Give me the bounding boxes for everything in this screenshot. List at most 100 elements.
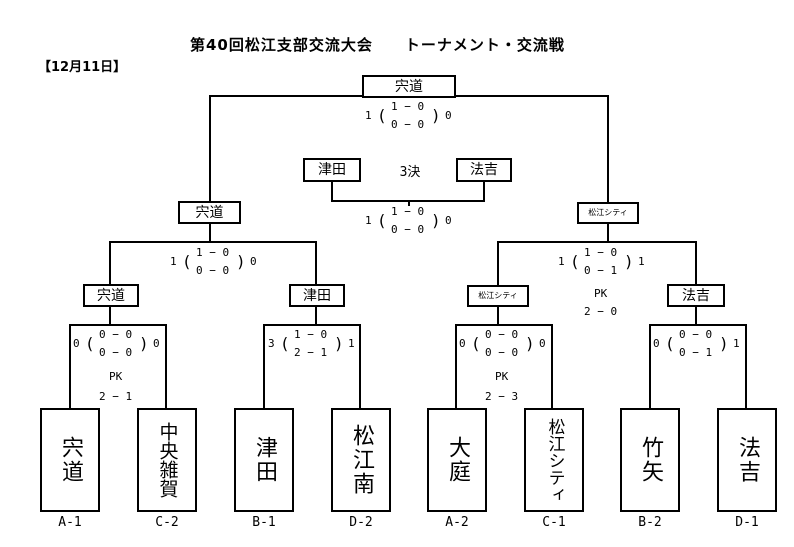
team-name: 竹矢 xyxy=(638,436,663,484)
score-left: 1 xyxy=(365,109,372,122)
score-top: 0 − 0 xyxy=(99,328,133,341)
team-seed: B-2 xyxy=(638,515,662,530)
semi-right-line xyxy=(497,241,697,286)
score-bottom: 0 − 0 xyxy=(485,346,519,359)
score-paren-open: ( xyxy=(665,334,675,353)
r1-line-2 xyxy=(263,324,361,408)
score-paren-close: ) xyxy=(431,211,441,230)
score-top: 1 − 0 xyxy=(391,100,425,113)
score-left: 0 xyxy=(459,337,466,350)
score-paren-close: ) xyxy=(431,106,441,125)
third-place-score: 1 ( 1 − 0 0 − 0 ) 0 xyxy=(365,205,455,245)
semi-left-line xyxy=(109,241,317,286)
score-right: 0 xyxy=(539,337,546,350)
pk-score: 2 − 3 xyxy=(485,390,519,403)
team-box-5: 大庭 xyxy=(427,408,487,512)
r1-score-1: 0 ( 0 − 0 0 − 0 ) 0 PK 2 − 1 xyxy=(73,328,163,406)
score-paren-close: ) xyxy=(719,334,729,353)
pk-label: PK xyxy=(594,287,608,300)
score-paren-open: ( xyxy=(570,252,580,271)
score-left: 3 xyxy=(268,337,275,350)
score-bottom: 0 − 1 xyxy=(584,264,618,277)
score-right: 1 xyxy=(733,337,740,350)
third-place-label: 3決 xyxy=(399,165,421,180)
team-seed: B-1 xyxy=(252,515,276,530)
r1-line-3 xyxy=(455,324,553,408)
team-name: 中央雑賀 xyxy=(156,422,179,498)
team-box-2: 中央雑賀 xyxy=(137,408,197,512)
score-right: 0 xyxy=(250,255,257,268)
r1-winner-box-3: 松江シティ xyxy=(467,285,529,307)
team-name: 松江南 xyxy=(349,424,374,496)
r1-winner-box-2: 津田 xyxy=(289,284,345,307)
score-paren-close: ) xyxy=(139,334,149,353)
score-bottom: 0 − 0 xyxy=(391,118,425,131)
team-box-4: 松江南 xyxy=(331,408,391,512)
third-place-left-box: 津田 xyxy=(303,158,361,182)
team-box-8: 法吉 xyxy=(717,408,777,512)
team-seed: D-1 xyxy=(735,515,759,530)
score-top: 1 − 0 xyxy=(294,328,328,341)
pk-label: PK xyxy=(495,370,509,383)
final-winner-box: 宍道 xyxy=(362,75,456,98)
score-right: 1 xyxy=(638,255,645,268)
pk-label: PK xyxy=(109,370,123,383)
score-paren-open: ( xyxy=(182,252,192,271)
team-seed: A-1 xyxy=(58,515,82,530)
score-paren-open: ( xyxy=(85,334,95,353)
r1-score-4: 0 ( 0 − 0 0 − 1 ) 1 xyxy=(653,328,743,368)
score-bottom: 0 − 0 xyxy=(99,346,133,359)
score-top: 1 − 0 xyxy=(584,246,618,259)
team-seed: A-2 xyxy=(445,515,469,530)
score-bottom: 2 − 1 xyxy=(294,346,328,359)
team-seed: C-1 xyxy=(542,515,566,530)
r1-winner-box-1: 宍道 xyxy=(83,284,139,307)
score-paren-close: ) xyxy=(624,252,634,271)
r1-line-1 xyxy=(69,324,167,408)
score-left: 1 xyxy=(365,214,372,227)
score-top: 0 − 0 xyxy=(679,328,713,341)
score-paren-open: ( xyxy=(377,106,387,125)
match-date: 【12月11日】 xyxy=(38,60,127,75)
team-seed: D-2 xyxy=(349,515,373,530)
r1-score-2: 3 ( 1 − 0 2 − 1 ) 1 xyxy=(268,328,358,368)
score-left: 1 xyxy=(558,255,565,268)
team-box-3: 津田 xyxy=(234,408,294,512)
score-paren-close: ) xyxy=(236,252,246,271)
team-name: 法吉 xyxy=(735,436,760,484)
score-bottom: 0 − 0 xyxy=(196,264,230,277)
team-box-7: 竹矢 xyxy=(620,408,680,512)
semi-left-score: 1 ( 1 − 0 0 − 0 ) 0 xyxy=(170,246,260,286)
score-right: 0 xyxy=(445,109,452,122)
team-name: 大庭 xyxy=(445,436,470,484)
score-bottom: 0 − 0 xyxy=(391,223,425,236)
r1-winner-box-4: 法吉 xyxy=(667,284,725,307)
r1-line-4 xyxy=(649,324,747,408)
score-top: 0 − 0 xyxy=(485,328,519,341)
score-right: 0 xyxy=(153,337,160,350)
score-paren-open: ( xyxy=(471,334,481,353)
score-paren-open: ( xyxy=(280,334,290,353)
score-paren-close: ) xyxy=(334,334,344,353)
r1-score-3: 0 ( 0 − 0 0 − 0 ) 0 PK 2 − 3 xyxy=(459,328,549,406)
pk-score: 2 − 0 xyxy=(584,305,618,318)
page-title: 第40回松江支部交流大会 トーナメント・交流戦 xyxy=(190,36,565,54)
final-score: 1 ( 1 − 0 0 − 0 ) 0 xyxy=(365,100,455,140)
score-right: 0 xyxy=(445,214,452,227)
score-bottom: 0 − 1 xyxy=(679,346,713,359)
semi-right-winner-box: 松江シティ xyxy=(577,202,639,224)
pk-score: 2 − 1 xyxy=(99,390,133,403)
semi-left-winner-box: 宍道 xyxy=(178,201,241,224)
third-place-right-box: 法吉 xyxy=(456,158,512,182)
team-name: 松江シティ xyxy=(544,417,565,503)
score-top: 1 − 0 xyxy=(196,246,230,259)
score-top: 1 − 0 xyxy=(391,205,425,218)
score-left: 1 xyxy=(170,255,177,268)
team-name: 津田 xyxy=(252,436,277,484)
team-name: 宍道 xyxy=(58,436,83,484)
score-left: 0 xyxy=(653,337,660,350)
score-right: 1 xyxy=(348,337,355,350)
score-left: 0 xyxy=(73,337,80,350)
score-paren-open: ( xyxy=(377,211,387,230)
team-box-1: 宍道 xyxy=(40,408,100,512)
